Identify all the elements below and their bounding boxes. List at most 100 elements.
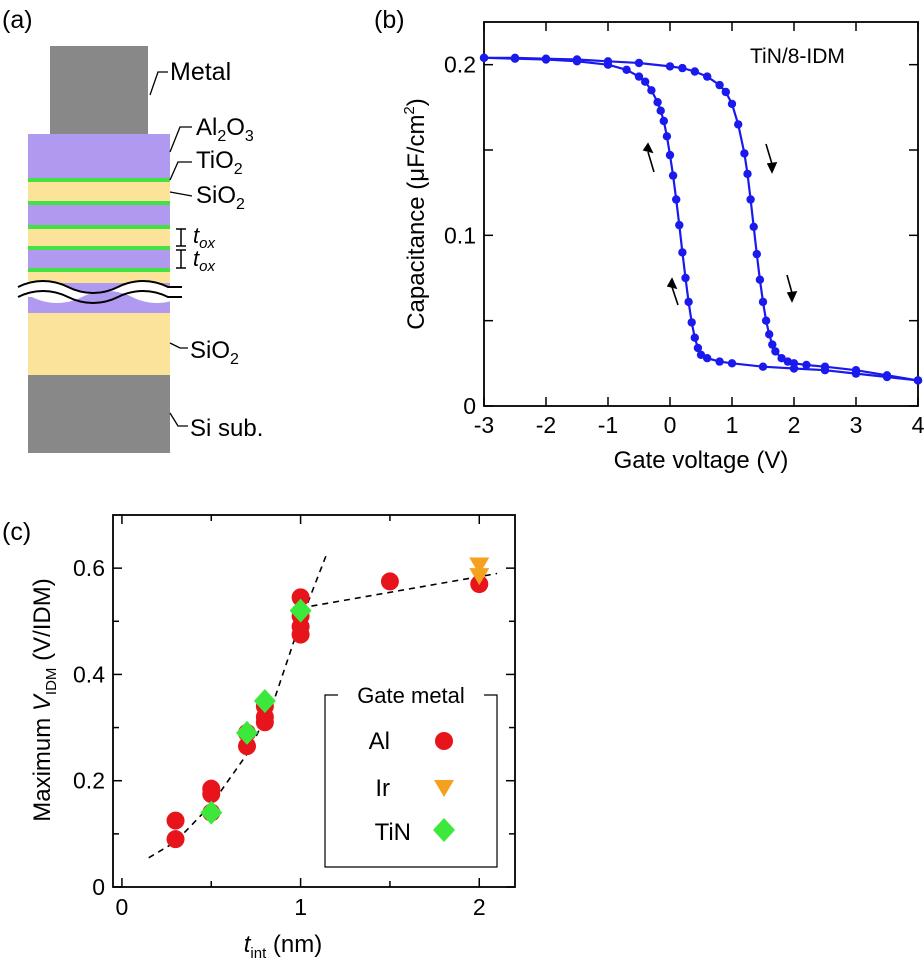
cv-data-point xyxy=(678,63,687,73)
panel-c-label: (c) xyxy=(2,518,31,546)
sio2-thick-layer xyxy=(28,313,170,375)
x-tick-label: 1 xyxy=(726,412,739,438)
panel-a-label: (a) xyxy=(2,6,33,34)
leader-line xyxy=(169,342,188,349)
si-substrate-label: Si sub. xyxy=(190,415,263,442)
sample-annotation: TiN/8-IDM xyxy=(750,45,845,68)
cv-data-point xyxy=(703,354,712,363)
cv-data-point xyxy=(647,86,656,95)
tio2-layer xyxy=(28,201,170,205)
cv-data-point xyxy=(687,318,696,327)
sweep-arrow-head xyxy=(642,142,654,154)
cv-data-point xyxy=(681,273,690,283)
cv-data-point xyxy=(665,150,675,160)
y-tick-label: 0 xyxy=(463,393,476,419)
data-point-tin xyxy=(253,689,276,713)
sio2-bottom-label: SiO2 xyxy=(190,337,239,368)
cv-data-point xyxy=(656,106,665,115)
cv-data-point xyxy=(802,360,811,370)
x-tick-label: -2 xyxy=(536,412,556,438)
cv-data-point xyxy=(641,77,650,86)
leader-line xyxy=(169,126,192,153)
leader-line xyxy=(169,191,193,197)
cv-data-point xyxy=(510,54,520,63)
plot-c-frame xyxy=(112,514,516,888)
cv-data-point xyxy=(777,354,786,363)
cv-data-point xyxy=(882,372,892,382)
cv-data-point xyxy=(758,297,768,307)
cv-data-point xyxy=(761,316,771,325)
sweep-arrow-head xyxy=(766,162,778,174)
cv-data-point xyxy=(768,340,777,349)
cv-data-point xyxy=(727,99,737,109)
layer-stack-diagram: Metal Al2O3 TiO2 SiO2 tox tox SiO2 Si su… xyxy=(17,46,263,453)
cv-data-point xyxy=(675,220,684,230)
legend-marker-tin xyxy=(433,818,455,842)
legend-title: Gate metal xyxy=(357,683,465,708)
sweep-arrow xyxy=(765,143,773,165)
cv-data-point xyxy=(672,195,681,204)
data-point-tin xyxy=(200,800,223,825)
data-point-al xyxy=(238,737,256,756)
sio2-layer xyxy=(28,272,170,283)
metal-layer xyxy=(50,46,148,134)
tox-label: tox xyxy=(193,246,215,275)
data-point-tin xyxy=(289,598,312,623)
sio2-layer xyxy=(28,182,170,201)
cv-data-point xyxy=(668,171,678,180)
cv-data-point xyxy=(851,369,861,378)
tio2-layer xyxy=(28,225,170,229)
plot-b-ticks xyxy=(483,22,919,407)
plot-b-ylabel: Capacitance (μF/cm2) xyxy=(401,98,430,330)
break-line xyxy=(17,290,182,304)
fit-line xyxy=(300,572,498,609)
x-tick-label: -3 xyxy=(474,412,494,438)
cv-data-point xyxy=(703,72,712,81)
cv-data-point xyxy=(665,62,675,71)
sweep-arrow-head xyxy=(666,277,678,290)
cv-data-point xyxy=(771,347,780,356)
tox-bracket xyxy=(176,228,186,247)
cv-data-point xyxy=(752,249,761,259)
data-point-al xyxy=(291,588,310,607)
cv-data-point xyxy=(715,80,724,90)
data-point-al xyxy=(291,625,310,644)
cv-data-point xyxy=(541,55,551,64)
cv-data-point xyxy=(653,98,662,107)
panel-b-label: (b) xyxy=(374,6,405,34)
plot-c-ticks xyxy=(113,515,515,888)
tox-label: tox xyxy=(193,223,215,252)
data-point-al xyxy=(166,830,185,849)
cv-data-point xyxy=(572,57,582,66)
sio2-layer xyxy=(28,229,170,246)
cv-data-point xyxy=(740,149,749,158)
legend-marker-al xyxy=(435,732,453,750)
plot-b-frame xyxy=(483,21,919,407)
cv-data-point xyxy=(662,132,672,141)
cv-data-point xyxy=(913,376,923,385)
cv-data-point xyxy=(755,275,765,284)
tio2-label: TiO2 xyxy=(196,147,243,178)
break-line xyxy=(17,280,182,294)
cv-data-point xyxy=(634,58,644,68)
cv-data-point xyxy=(743,169,752,179)
cv-data-point xyxy=(715,357,724,366)
cv-data-point xyxy=(789,364,799,373)
y-tick-label: 0.6 xyxy=(73,555,105,581)
tio2-layer xyxy=(28,268,170,272)
cv-data-point xyxy=(746,195,755,204)
leader-line xyxy=(169,161,192,181)
y-tick-label: 0.4 xyxy=(73,661,105,687)
y-tick-label: 0 xyxy=(92,874,105,900)
plot-c-ylabel: Maximum VIDM (V/IDM) xyxy=(29,578,60,822)
sweep-arrow xyxy=(671,286,679,306)
tio2-layer xyxy=(28,246,170,250)
y-tick-label: 0.2 xyxy=(73,768,105,794)
legend-marker-ir xyxy=(434,780,454,797)
plot-b-xlabel: Gate voltage (V) xyxy=(614,447,789,474)
cv-data-point xyxy=(622,65,631,75)
cv-data-point xyxy=(758,362,768,371)
cv-data-point xyxy=(659,116,668,126)
